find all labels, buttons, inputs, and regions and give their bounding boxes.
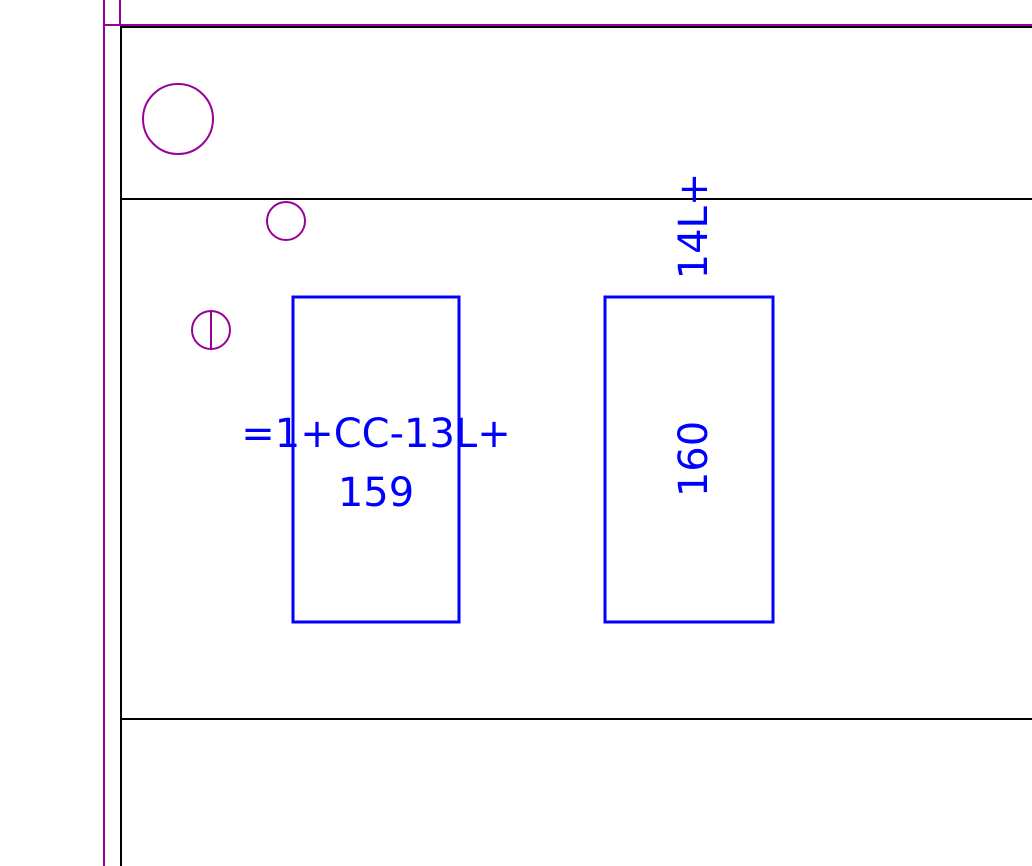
component-159-number: 159 (338, 470, 414, 516)
component-160-tag: 14L+ (671, 173, 717, 280)
mounting-hole-large (142, 83, 214, 155)
mounting-hole-small (266, 201, 306, 241)
component-159[interactable]: =1+CC-13L+ 159 (241, 295, 511, 624)
component-159-body[interactable] (291, 295, 461, 624)
component-160-number: 160 (671, 421, 717, 497)
component-160[interactable]: 14L+ 160 (603, 173, 775, 624)
component-160-body[interactable] (603, 295, 775, 624)
guide-layer (103, 0, 1032, 866)
component-159-tag: =1+CC-13L+ (241, 411, 510, 457)
panel-frame (120, 25, 1032, 866)
